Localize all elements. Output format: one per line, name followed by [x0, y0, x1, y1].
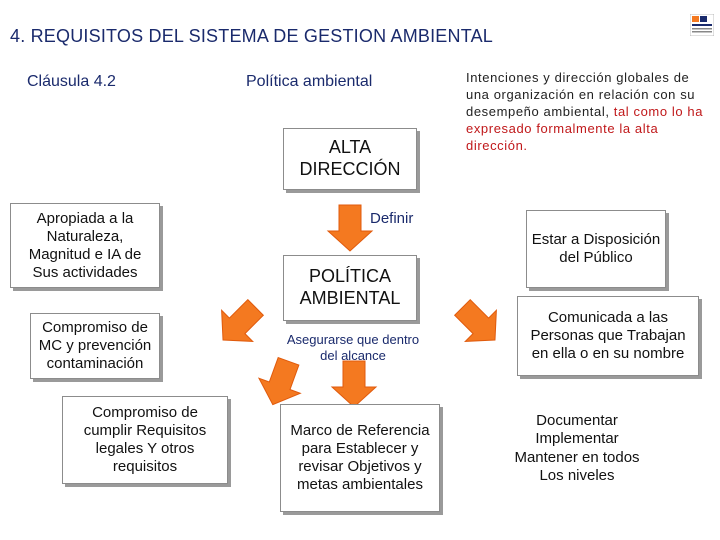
arrow-down-left-icon	[206, 291, 272, 357]
slide-title: 4. REQUISITOS DEL SISTEMA DE GESTION AMB…	[10, 26, 493, 46]
framework-box: Marco de Referencia para Establecer y re…	[280, 404, 440, 512]
definition-highlight: tal como lo ha expresado formalmente la …	[466, 103, 704, 153]
top-management-box: ALTA DIRECCIÓN	[283, 128, 417, 190]
arrow-down-right-icon	[446, 291, 512, 357]
policy-definition: Intenciones y dirección globales de una …	[466, 70, 716, 154]
ensure-scope-label: Asegurarse que dentro del alcance	[286, 332, 420, 363]
communicated-box: Comunicada a las Personas que Trabajan e…	[517, 296, 699, 376]
commitment-legal-box: Compromiso de cumplir Requisitos legales…	[62, 396, 228, 484]
public-availability-box: Estar a Disposición del Público	[526, 210, 666, 288]
section-label: Política ambiental	[246, 73, 373, 90]
definition-text: Intenciones y dirección globales de una …	[466, 70, 696, 119]
document-implement-text: Documentar Implementar Mantener en todos…	[514, 412, 640, 484]
define-label: Definir	[370, 210, 414, 227]
arrow-down-top-icon	[327, 204, 373, 252]
environmental-policy-box: POLÍTICA AMBIENTAL	[283, 255, 417, 321]
clause-label: Cláusula 4.2	[27, 73, 116, 90]
logo-icon	[690, 14, 714, 36]
appropriate-box: Apropiada a la Naturaleza, Magnitud e IA…	[10, 203, 160, 288]
arrow-down-bottom-icon	[331, 360, 377, 408]
commitment-mc-box: Compromiso de MC y prevención contaminac…	[30, 313, 160, 379]
